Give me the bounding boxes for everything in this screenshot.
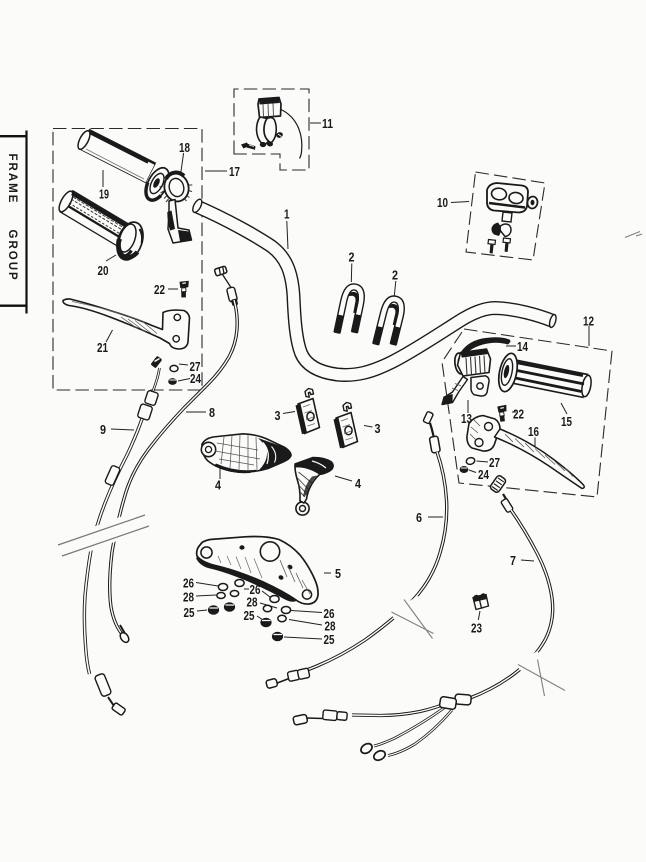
svg-text:16: 16	[528, 424, 539, 439]
svg-text:27: 27	[489, 455, 500, 470]
svg-text:1: 1	[284, 207, 290, 222]
svg-text:28: 28	[247, 595, 258, 610]
svg-text:22: 22	[513, 407, 524, 422]
svg-text:22: 22	[154, 282, 165, 297]
svg-text:21: 21	[97, 340, 108, 355]
svg-text:20: 20	[98, 263, 109, 278]
svg-text:12: 12	[583, 314, 594, 329]
svg-text:17: 17	[229, 164, 240, 179]
svg-text:24: 24	[190, 371, 202, 386]
svg-text:13: 13	[461, 411, 472, 426]
svg-text:25: 25	[244, 608, 255, 623]
svg-text:28: 28	[183, 590, 194, 605]
svg-text:25: 25	[184, 605, 195, 620]
svg-text:18: 18	[179, 140, 190, 155]
svg-text:GROUP: GROUP	[6, 230, 18, 282]
svg-text:7: 7	[510, 553, 516, 568]
svg-text:4: 4	[215, 478, 222, 493]
svg-text:3: 3	[375, 421, 381, 436]
svg-text:19: 19	[99, 187, 109, 202]
svg-text:2: 2	[392, 268, 398, 283]
svg-text:15: 15	[561, 414, 572, 429]
svg-text:6: 6	[416, 510, 422, 525]
svg-text:3: 3	[275, 408, 281, 423]
svg-text:26: 26	[250, 582, 261, 597]
svg-text:26: 26	[183, 576, 194, 591]
svg-text:FRAME: FRAME	[6, 154, 18, 205]
svg-text:4: 4	[355, 476, 362, 491]
svg-text:27: 27	[190, 359, 201, 374]
svg-text:24: 24	[478, 467, 490, 482]
svg-text:11: 11	[322, 116, 333, 131]
svg-text:26: 26	[324, 606, 335, 621]
svg-text:5: 5	[335, 566, 341, 581]
svg-text:9: 9	[100, 422, 106, 437]
svg-text:25: 25	[324, 632, 335, 647]
svg-text:2: 2	[349, 250, 355, 265]
svg-text:8: 8	[209, 405, 215, 420]
svg-text:14: 14	[517, 339, 529, 354]
svg-text:23: 23	[471, 621, 482, 636]
svg-text:28: 28	[325, 619, 336, 634]
svg-text:10: 10	[437, 195, 448, 210]
